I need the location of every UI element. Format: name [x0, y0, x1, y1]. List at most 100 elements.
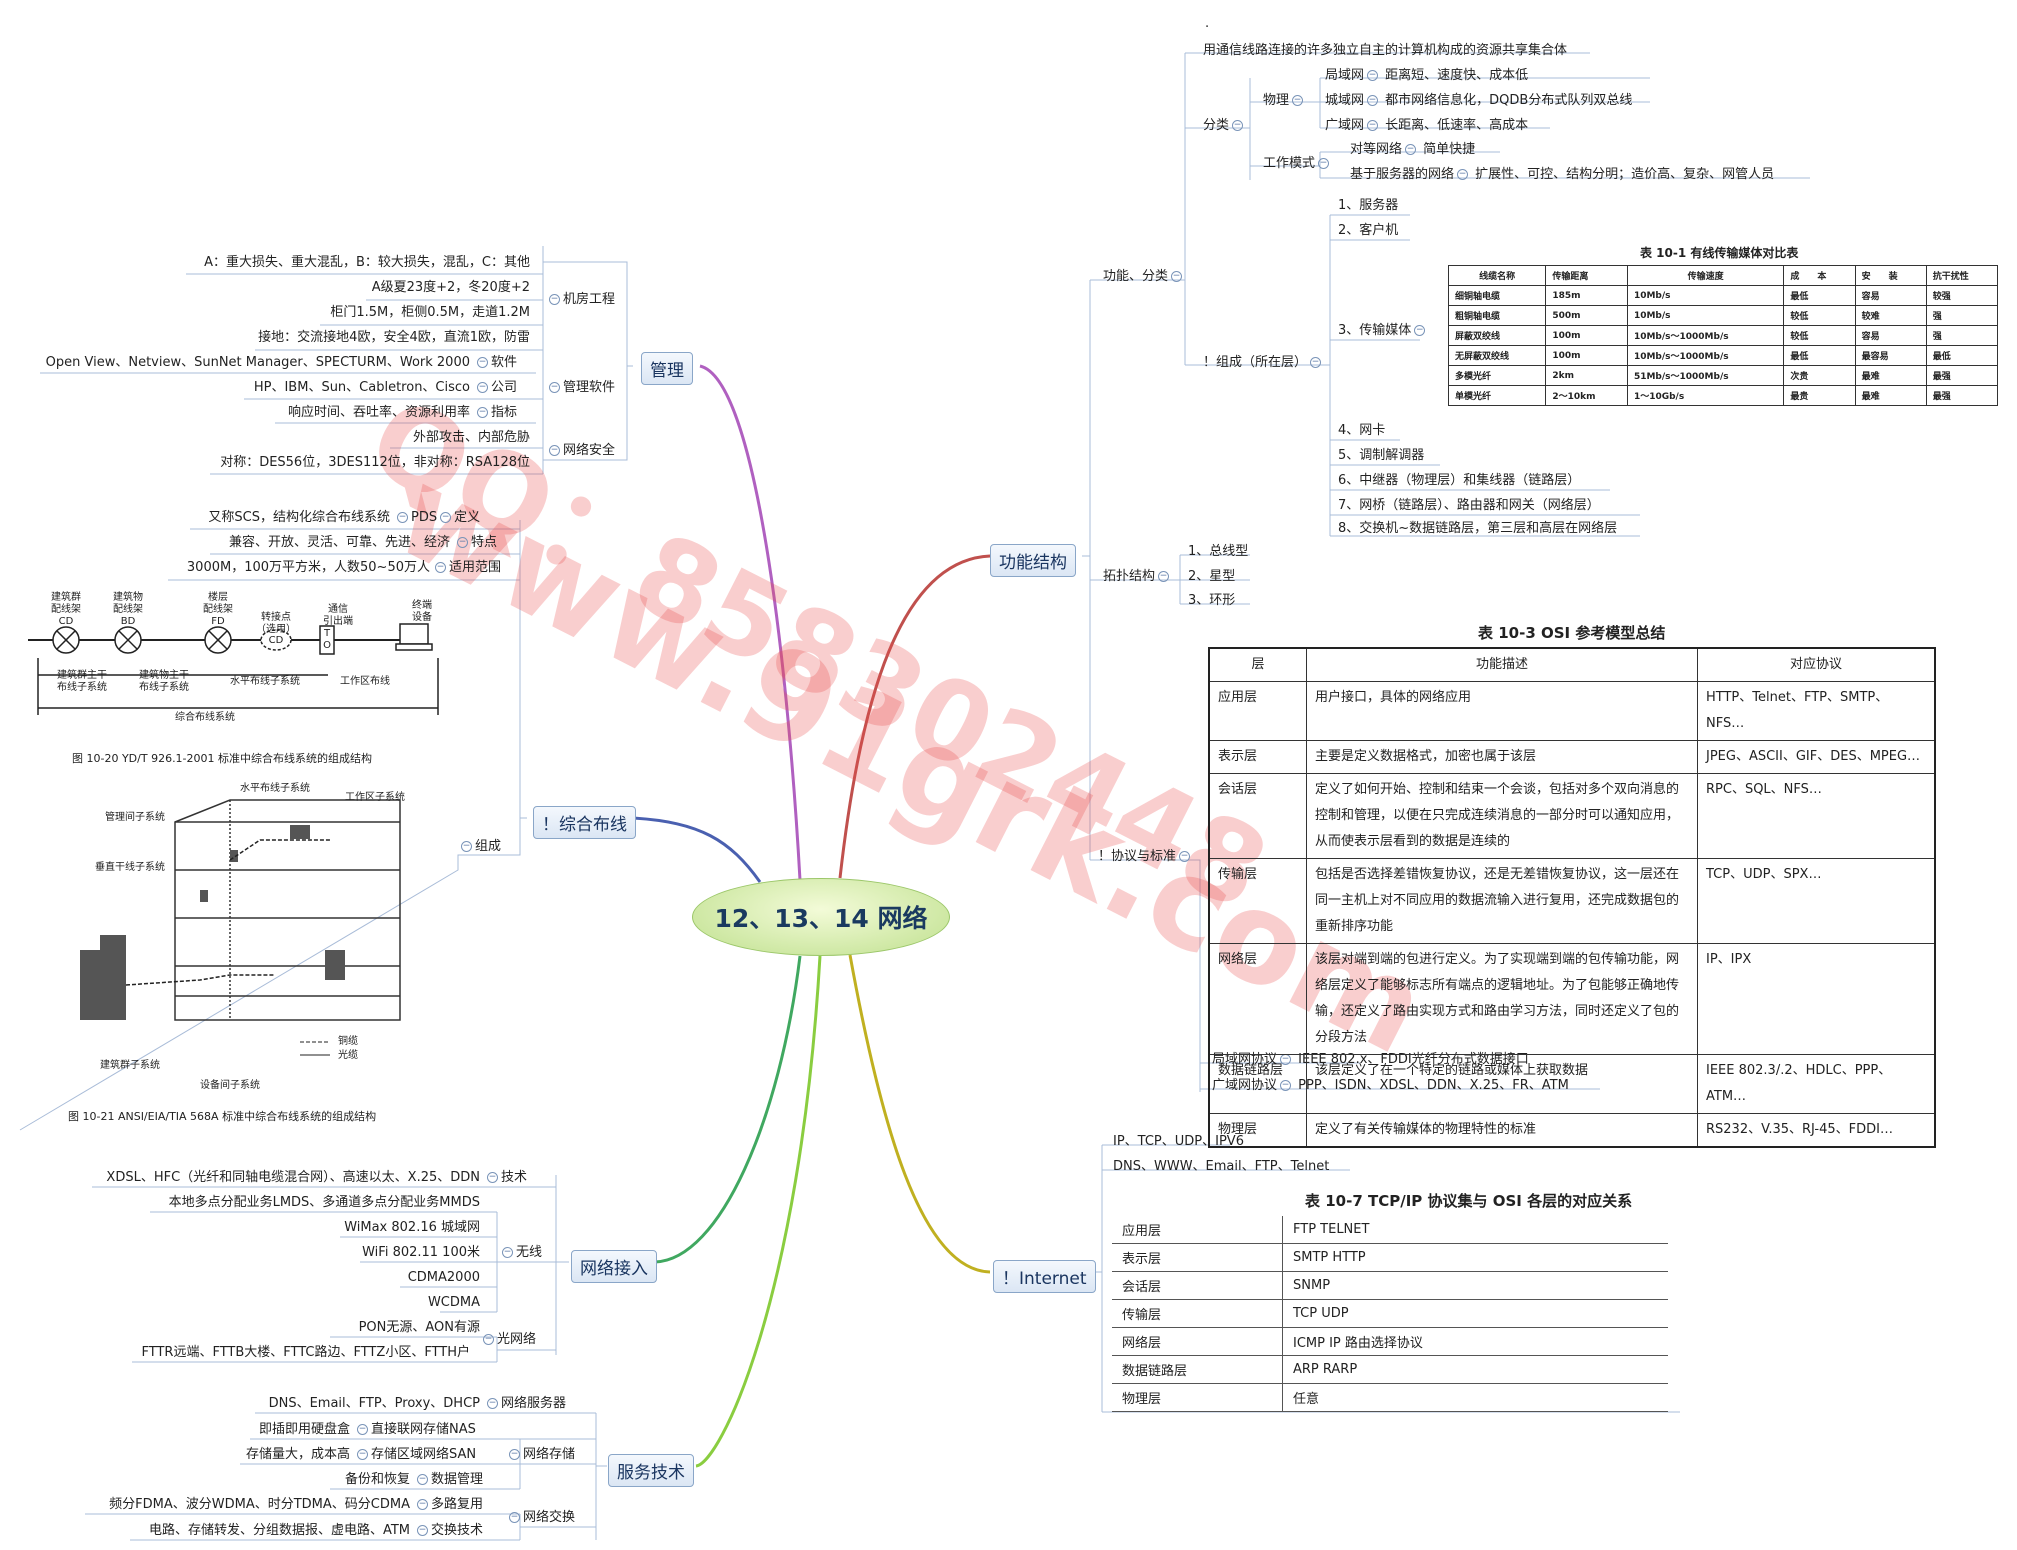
collapse-icon[interactable]: − [417, 1474, 428, 1485]
access-tech-key: −技术 [487, 1170, 528, 1185]
fig1-to-text: T O [323, 628, 331, 651]
topic-cabling[interactable]: ！综合布线 [533, 806, 636, 839]
collapse-icon[interactable]: − [435, 562, 446, 573]
fig2-label: 垂直干线子系统 [95, 862, 165, 873]
collapse-icon[interactable]: − [397, 512, 408, 523]
collapse-icon[interactable]: − [457, 537, 468, 548]
lan-row: 局域网− 距离短、速度快、成本低 [1325, 68, 1529, 83]
fig1-sub: 水平布线子系统 [230, 676, 300, 687]
collapse-icon[interactable]: − [1367, 95, 1379, 106]
collapse-icon[interactable]: − [509, 1512, 520, 1523]
collapse-icon[interactable]: − [1318, 158, 1330, 169]
collapse-icon[interactable]: − [549, 382, 560, 393]
fiber-label: −光网络 [483, 1332, 537, 1347]
storage-label: −网络存储 [509, 1447, 576, 1462]
internet-item: DNS、WWW、Email、FTP、Telnet [1113, 1159, 1330, 1174]
center-topic[interactable]: 12、13、14 网络 [692, 878, 950, 956]
wireless-item: WiFi 802.11 100米 [362, 1245, 480, 1260]
comp-item: 4、网卡 [1338, 423, 1386, 438]
fig2-caption: 图 10-21 ANSI/EIA/TIA 568A 标准中综合布线系统的组成结构 [68, 1110, 377, 1123]
fig1-cp-text: CD [268, 635, 284, 646]
collapse-icon[interactable]: − [357, 1449, 368, 1460]
network-definition: 用通信线路连接的许多独立自主的计算机构成的资源共享集合体 [1203, 43, 1568, 58]
topo-item: 3、环形 [1188, 593, 1236, 608]
top-dot: . [1205, 16, 1210, 31]
collapse-icon[interactable]: − [477, 382, 488, 393]
collapse-icon[interactable]: − [1158, 571, 1170, 582]
fig1-label-bd: 建筑物 配线架 BD [113, 592, 143, 627]
collapse-icon[interactable]: − [1171, 271, 1183, 282]
table-row: 会话层定义了如何开始、控制和结束一个会谈，包括对多个双向消息的控制和管理，以便在… [1208, 773, 1936, 859]
company-value: HP、IBM、Sun、Cabletron、Cisco [253, 380, 470, 395]
comp-item-media: 3、传输媒体− [1338, 323, 1426, 338]
server-based-row: 基于服务器的网络− 扩展性、可控、结构分明；造价高、复杂、网管人员 [1350, 167, 1775, 182]
switch-value: 电路、存储转发、分组数据报、虚电路、ATM [148, 1523, 410, 1538]
phys-label: 物理− [1263, 93, 1304, 108]
server-label: −网络服务器 [487, 1396, 567, 1411]
internet-item: IP、TCP、UDP、IPV6 [1113, 1134, 1244, 1149]
topo-label: 拓扑结构− [1103, 569, 1170, 584]
fig2-label: 水平布线子系统 [240, 783, 310, 794]
software-key: −软件 [477, 355, 518, 370]
comp-item: 1、服务器 [1338, 198, 1399, 213]
topic-internet[interactable]: ！Internet [993, 1260, 1096, 1293]
collapse-icon[interactable]: − [357, 1424, 368, 1435]
table103-title: 表 10-3 OSI 参考模型总结 [1478, 624, 1666, 642]
topic-func[interactable]: 功能结构 [990, 544, 1076, 577]
collapse-icon[interactable]: − [417, 1525, 428, 1536]
room-item: A级夏23度+2，冬20度+2 [371, 280, 530, 295]
nas-key: −直接联网存储NAS [357, 1422, 476, 1437]
fig1-total: 综合布线系统 [175, 712, 235, 723]
compose-label: −组成 [461, 839, 502, 854]
topic-access[interactable]: 网络接入 [571, 1250, 657, 1283]
table-row: 网络层该层对端到端的包进行定义。为了实现端到端的包传输功能，网络层定义了能够标志… [1208, 943, 1936, 1055]
collapse-icon[interactable]: − [1232, 120, 1244, 131]
collapse-icon[interactable]: − [502, 1247, 513, 1258]
collapse-icon[interactable]: − [1457, 169, 1469, 180]
table-header: 线缆名称传输距离传输速度成 本安 装抗干扰性 [1447, 265, 1999, 286]
topic-manage[interactable]: 管理 [641, 352, 693, 385]
switch-key: −交换技术 [417, 1523, 484, 1538]
comp-label: ！组成（所在层）− [1203, 355, 1322, 370]
collapse-icon[interactable]: − [483, 1334, 494, 1345]
exchange-label: −网络交换 [509, 1510, 576, 1525]
fig2-label: 设备间子系统 [200, 1080, 260, 1091]
wireless-item: 本地多点分配业务LMDS、多通道多点分配业务MMDS [168, 1195, 480, 1210]
collapse-icon[interactable]: − [461, 841, 472, 852]
table101-title: 表 10-1 有线传输媒体对比表 [1640, 246, 1799, 260]
fig1-sub: 工作区布线 [340, 676, 390, 687]
topic-service[interactable]: 服务技术 [608, 1454, 694, 1487]
fig2-label: 工作区子系统 [345, 792, 405, 803]
collapse-icon[interactable]: − [477, 357, 488, 368]
pds-scope: 3000M，100万平方米，人数50~50万人 [186, 560, 430, 575]
fig1-label-fd: 楼层 配线架 FD [203, 592, 233, 627]
collapse-icon[interactable]: − [1179, 851, 1191, 862]
collapse-icon[interactable]: − [440, 512, 452, 523]
collapse-icon[interactable]: − [1414, 325, 1426, 336]
collapse-icon[interactable]: − [417, 1499, 428, 1510]
collapse-icon[interactable]: − [477, 407, 488, 418]
collapse-icon[interactable]: − [549, 445, 560, 456]
collapse-icon[interactable]: − [1367, 70, 1379, 81]
software-value: Open View、Netview、SunNet Manager、SPECTUR… [45, 355, 470, 370]
collapse-icon[interactable]: − [487, 1398, 498, 1409]
comp-item: 6、中继器（物理层）和集线器（链路层） [1338, 473, 1581, 488]
san-value: 存储量大，成本高 [245, 1447, 350, 1462]
collapse-icon[interactable]: − [1405, 144, 1417, 155]
table107-title: 表 10-7 TCP/IP 协议集与 OSI 各层的对应关系 [1305, 1192, 1633, 1210]
collapse-icon[interactable]: − [549, 294, 560, 305]
branch-access [654, 955, 802, 1264]
fig1-sub: 建筑物主干 布线子系统 [139, 670, 189, 693]
collapse-icon[interactable]: − [1367, 120, 1379, 131]
collapse-icon[interactable]: − [1292, 95, 1304, 106]
collapse-icon[interactable]: − [1310, 357, 1322, 368]
collapse-icon[interactable]: − [487, 1172, 498, 1183]
collapse-icon[interactable]: − [509, 1449, 520, 1460]
